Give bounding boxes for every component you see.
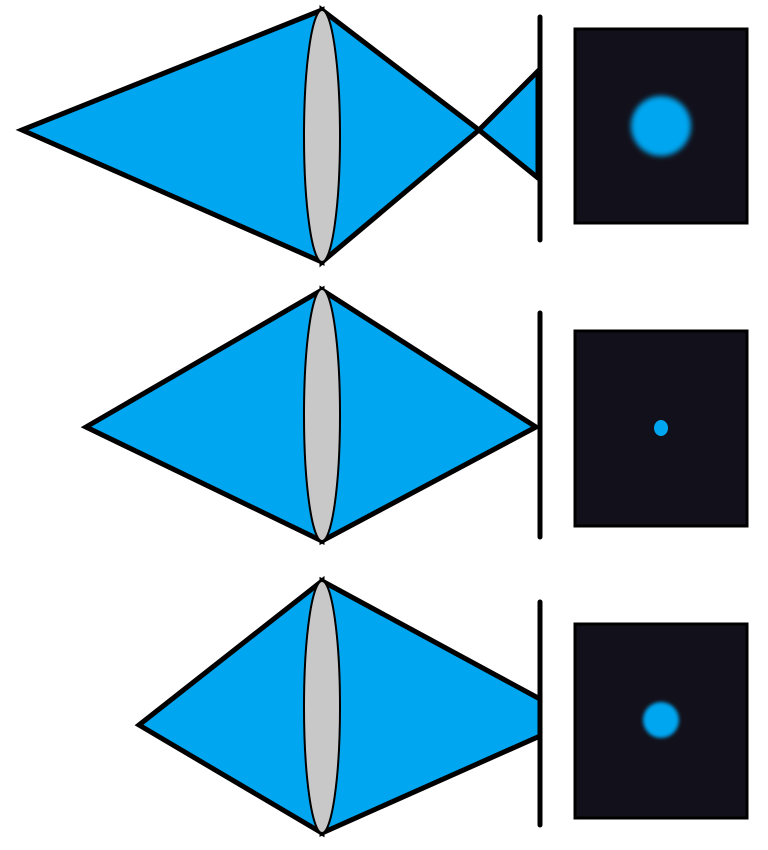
light-cone-converging <box>319 4 483 268</box>
lens <box>303 580 341 834</box>
lens <box>303 288 341 542</box>
light-cone-diverging <box>475 64 541 184</box>
light-cone-incoming <box>15 6 325 266</box>
lens <box>303 9 341 263</box>
light-cone-converging <box>319 285 541 546</box>
sharp-point <box>654 420 668 436</box>
large-blurred-spot <box>631 96 691 156</box>
light-cone-incoming <box>80 285 325 545</box>
small-blurred-spot <box>643 702 679 738</box>
panel-focus-behind-sensor <box>134 575 749 838</box>
light-cone-converging <box>319 576 543 837</box>
panel-focus-on-sensor <box>80 285 749 546</box>
light-cone-incoming <box>134 575 325 838</box>
panel-focus-in-front-of-sensor <box>15 4 749 268</box>
